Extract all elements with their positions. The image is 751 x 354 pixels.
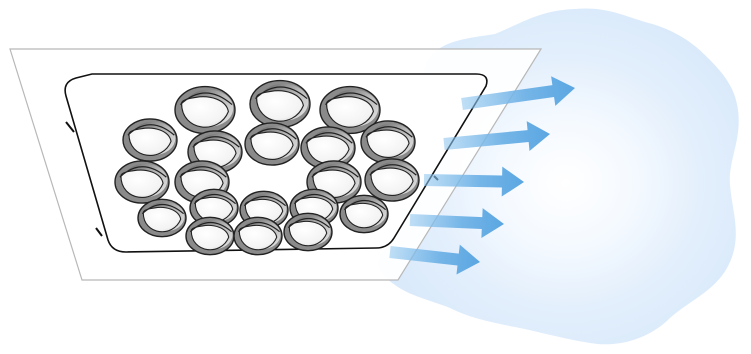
light-beam-arrow-icon — [389, 244, 480, 275]
led-lens-icon — [319, 85, 381, 135]
led-lens-icon — [244, 122, 300, 166]
light-beam-arrows — [389, 76, 575, 275]
led-lens-group — [114, 79, 420, 256]
led-lens-icon — [137, 198, 187, 238]
light-beam-arrow-icon — [443, 121, 551, 151]
led-lens-icon — [364, 158, 420, 202]
led-lens-icon — [114, 160, 170, 204]
light-beam-arrow-icon — [409, 208, 505, 239]
led-lens-icon — [360, 120, 416, 164]
led-lens-icon — [233, 216, 283, 256]
led-lens-icon — [283, 212, 333, 252]
light-beam-arrow-icon — [423, 166, 525, 197]
led-lens-icon — [249, 79, 311, 129]
led-lens-icon — [174, 85, 236, 135]
led-lens-icon — [300, 126, 356, 170]
led-lens-icon — [339, 194, 389, 234]
led-lens-icon — [122, 118, 178, 162]
led-lens-icon — [185, 216, 235, 256]
led-lens-icon — [189, 188, 239, 228]
light-beam-arrow-icon — [461, 76, 575, 110]
